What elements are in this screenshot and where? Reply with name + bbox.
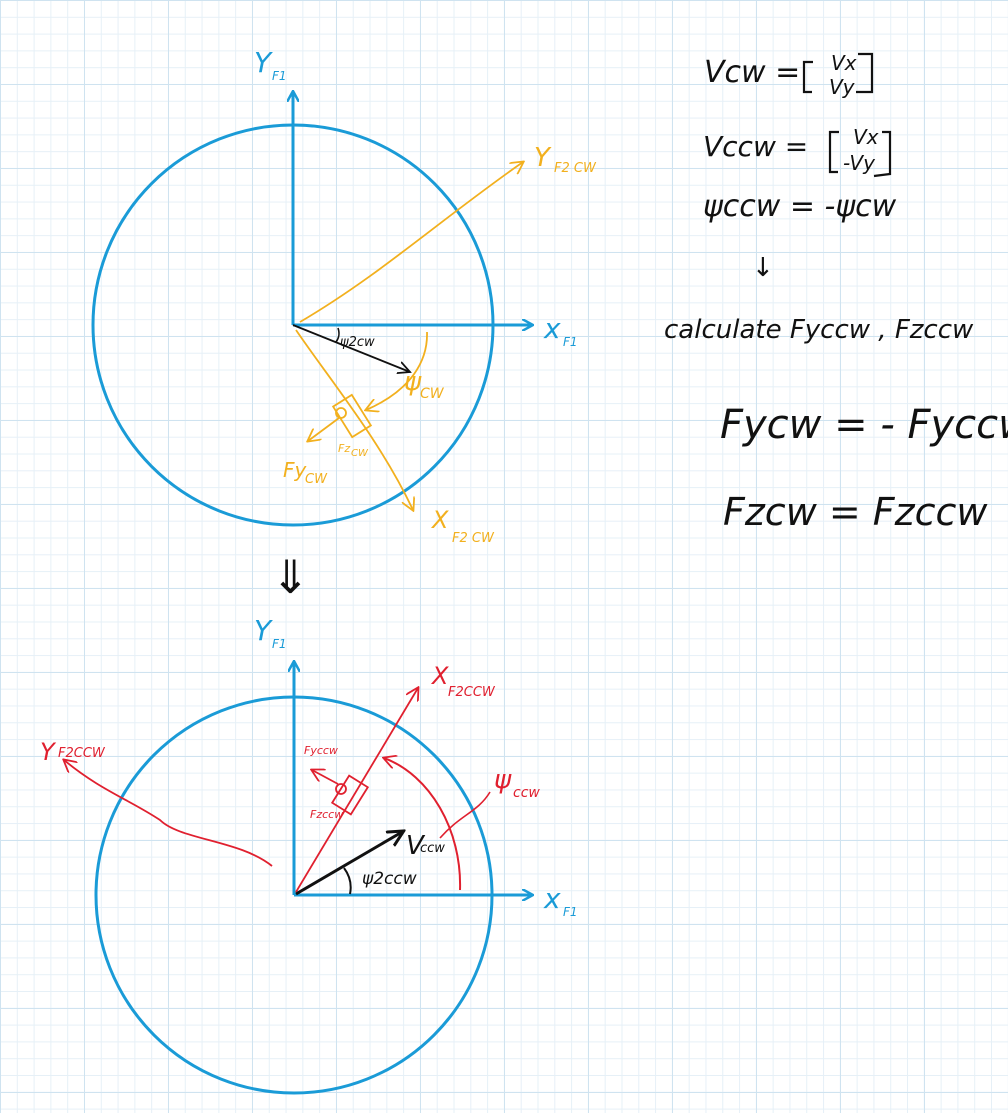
bottom-fz-label: Fzccw (310, 808, 343, 821)
eq-vcw-top: Vx (831, 51, 857, 75)
transition-arrow-icon: ⇓ (271, 550, 310, 604)
top-psi-sub: CW (420, 386, 445, 402)
top-velocity-vector (292, 324, 410, 372)
bottom-body-box (330, 774, 370, 816)
top-psi2-label: ψ2cw (340, 335, 375, 350)
bottom-psi-leader (439, 791, 491, 839)
top-psi-arc (366, 331, 428, 410)
top-psi-label: ψ (404, 367, 422, 397)
equations-panel: Vcw = Vx Vy Vccw = Vx -Vy ψccw = -ψcw ↓ … (664, 51, 1008, 534)
top-psi2-arc (335, 327, 340, 343)
bottom-velocity-vector (295, 832, 402, 896)
bottom-x-f2-axis (295, 688, 418, 893)
eq-fy-relation: Fycw = - Fyccw (720, 402, 1008, 448)
eq-vccw-bracket-left (828, 130, 839, 174)
bottom-y-f2-sub: F2CCW (58, 746, 106, 761)
top-y-f2-axis (299, 162, 523, 323)
bottom-x-axis-label: x (543, 882, 561, 915)
bottom-fy-arrow (312, 770, 339, 785)
bottom-body-dot (335, 783, 347, 795)
eq-vcw-bracket-right (856, 52, 874, 94)
bottom-fy-label: Fyccw (304, 744, 338, 757)
eq-vcw-lhs: Vcw = (704, 55, 800, 90)
bottom-psi-label: ψ (494, 765, 512, 795)
top-body-dot (335, 407, 347, 419)
eq-vcw-bottom: Vy (829, 75, 856, 99)
top-fy-arrow (308, 417, 340, 441)
eq-psi-relation: ψccw = -ψcw (703, 189, 897, 224)
bottom-y-axis-sub: F1 (272, 637, 287, 651)
top-fz-label: Fz (338, 442, 350, 455)
top-y-axis-sub: F1 (272, 69, 287, 83)
top-fy-label: Fy (283, 458, 308, 482)
eq-down-arrow-icon: ↓ (752, 253, 774, 283)
eq-vccw-bracket-right (873, 130, 892, 178)
top-fy-sub: CW (305, 472, 328, 487)
bottom-x-axis-sub: F1 (563, 905, 578, 919)
top-y-f2-sub: F2 CW (554, 161, 597, 176)
top-body-box (331, 393, 373, 439)
eq-vccw-top: Vx (853, 125, 879, 149)
bottom-y-f2-axis (64, 760, 273, 867)
bottom-y-axis-label: Y (254, 614, 273, 647)
top-x-f2-sub: F2 CW (452, 531, 495, 546)
eq-vcw-bracket-left (802, 60, 813, 94)
bottom-psi-sub: ccw (513, 785, 540, 801)
top-y-f2-label: Y (534, 143, 552, 173)
top-x-f2-axis (295, 329, 413, 510)
bottom-diagram: Y F1 x F1 X F2CCW Y F2CCW ψ ccw Fyccw Fz… (40, 614, 578, 1095)
top-x-f2-label: X (430, 506, 449, 534)
eq-vccw-bottom: -Vy (843, 151, 876, 175)
bottom-y-f2-label: Y (40, 738, 57, 766)
bottom-v-label: V (406, 831, 426, 861)
top-x-axis-sub: F1 (563, 335, 578, 349)
bottom-psi2-label: ψ2ccw (362, 869, 417, 889)
bottom-psi-arc (384, 758, 462, 891)
top-diagram: Y F1 x F1 Y F2 CW X F2 CW ψ CW Fy CW Fz … (91, 46, 597, 546)
bottom-v-sub: ccw (420, 841, 445, 856)
eq-calculate-text: calculate Fyccw , Fzccw (664, 315, 974, 345)
bottom-psi2-arc (343, 867, 352, 895)
bottom-x-f2-label: X (430, 662, 449, 690)
eq-fz-relation: Fzcw = Fzccw (723, 490, 988, 534)
top-y-axis-label: Y (254, 46, 273, 79)
eq-vccw-lhs: Vccw = (703, 130, 808, 163)
bottom-x-f2-sub: F2CCW (448, 685, 496, 700)
top-x-axis-label: x (543, 312, 561, 345)
top-fz-sub: CW (351, 448, 369, 459)
